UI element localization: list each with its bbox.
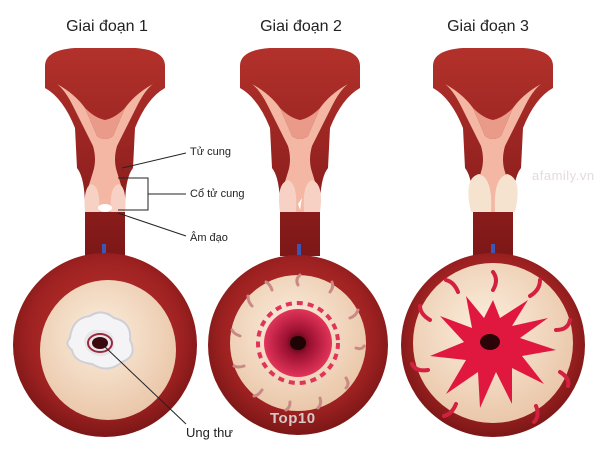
stage-1-pointers (117, 152, 187, 237)
stage-1-cervix-view (13, 253, 197, 437)
stage-2-title: Giai đoạn 2 (260, 18, 342, 35)
stage-1-title: Giai đoạn 1 (66, 18, 148, 35)
cancer-pointer (103, 345, 187, 425)
stage-2-cervix-view (208, 255, 388, 435)
label-cancer: Ung thư (186, 425, 234, 440)
stage-3-title: Giai đoạn 3 (447, 18, 529, 35)
label-vagina: Âm đạo (190, 232, 228, 244)
stage-1-uterus (45, 48, 165, 256)
stage-3-uterus (433, 48, 553, 256)
stage-3-cervix-view (401, 253, 585, 437)
top10-watermark: Top10 (270, 410, 316, 427)
stage-2-uterus (240, 48, 360, 256)
label-cervix: Cổ tử cung (190, 188, 245, 200)
label-uterus: Tử cung (190, 146, 231, 158)
afamily-watermark: afamily.vn (532, 168, 595, 183)
